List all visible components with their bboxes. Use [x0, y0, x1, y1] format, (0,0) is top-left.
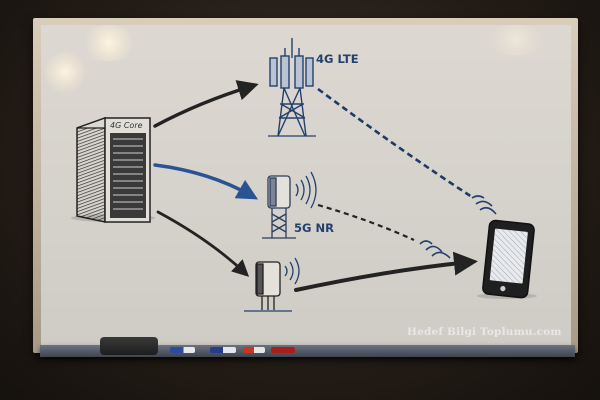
blue-marker: [210, 347, 236, 353]
nr-cell-icon: 5G NR: [262, 171, 334, 239]
nr-label: 5G NR: [294, 221, 334, 235]
eraser: [100, 337, 158, 355]
arrow-core-to-nr: [153, 163, 259, 200]
arrow-small-cell-to-phone: [294, 251, 478, 292]
blue-marker: [170, 347, 195, 353]
watermark: Hedef Bilgi Toplumu.com: [407, 326, 562, 338]
lte-tower-icon: 4G LTE: [268, 38, 359, 137]
smartphone-icon: [477, 219, 537, 299]
core-server-icon: 4G Core: [71, 116, 155, 223]
small-cell-icon: [244, 257, 300, 312]
link-lte-to-phone: [317, 87, 473, 199]
light-glare: [43, 50, 87, 94]
lte-label: 4G LTE: [316, 52, 359, 66]
arrow-core-to-small-cell: [156, 210, 250, 277]
light-glare: [79, 25, 139, 61]
light-glare: [481, 25, 551, 55]
red-marker: [243, 347, 265, 353]
arrow-core-to-lte: [153, 80, 259, 128]
link-nr-to-phone: [317, 203, 415, 242]
phone-signal-icon: [419, 195, 497, 259]
core-label: 4G Core: [110, 121, 143, 130]
red-marker: [271, 347, 295, 353]
